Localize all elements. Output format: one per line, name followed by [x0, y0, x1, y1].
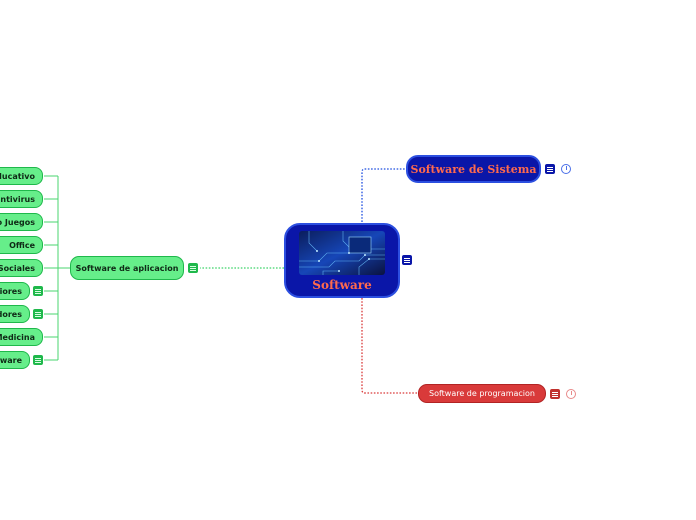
leaf-label: Sociales	[0, 263, 35, 273]
node-software-sistema[interactable]: Software de Sistema	[406, 155, 541, 183]
node-label: Software de aplicacion	[75, 263, 179, 273]
node-software-aplicacion[interactable]: Software de aplicacion	[70, 256, 184, 280]
leaf-node-medicina[interactable]: Medicina	[0, 328, 43, 346]
leaf-node-dores[interactable]: dores	[0, 305, 30, 323]
circuit-icon	[299, 231, 385, 275]
list-icon[interactable]	[402, 255, 412, 265]
leaf-label: ware	[0, 355, 22, 365]
root-node-software[interactable]: Software	[284, 223, 400, 298]
link-aplicacion-bracket	[44, 175, 70, 361]
root-label: Software	[312, 278, 372, 292]
leaf-label: iores	[0, 286, 22, 296]
list-icon[interactable]	[33, 355, 43, 365]
leaf-node-antivirus[interactable]: ntivirus	[0, 190, 43, 208]
leaf-label: Medicina	[0, 332, 35, 342]
leaf-node-sociales[interactable]: Sociales	[0, 259, 43, 277]
list-icon[interactable]	[550, 389, 560, 399]
clock-icon[interactable]	[566, 389, 576, 399]
link-root-programacion	[361, 298, 418, 394]
circuit-board-image	[299, 231, 385, 275]
leaf-label: Office	[9, 240, 35, 250]
list-icon[interactable]	[33, 309, 43, 319]
leaf-node-educativo[interactable]: ducativo	[0, 167, 43, 185]
clock-icon[interactable]	[561, 164, 571, 174]
leaf-label: ducativo	[0, 171, 35, 181]
list-icon[interactable]	[188, 263, 198, 273]
node-label: Software de programacion	[429, 389, 535, 398]
leaf-node-ware[interactable]: ware	[0, 351, 30, 369]
leaf-label: o Juegos	[0, 217, 35, 227]
link-root-sistema	[361, 168, 406, 222]
list-icon[interactable]	[545, 164, 555, 174]
leaf-label: ntivirus	[0, 194, 35, 204]
node-label: Software de Sistema	[410, 162, 537, 176]
leaf-node-office[interactable]: Office	[0, 236, 43, 254]
leaf-label: dores	[0, 309, 22, 319]
leaf-node-iores[interactable]: iores	[0, 282, 30, 300]
list-icon[interactable]	[33, 286, 43, 296]
node-software-programacion[interactable]: Software de programacion	[418, 384, 546, 403]
leaf-node-juegos[interactable]: o Juegos	[0, 213, 43, 231]
